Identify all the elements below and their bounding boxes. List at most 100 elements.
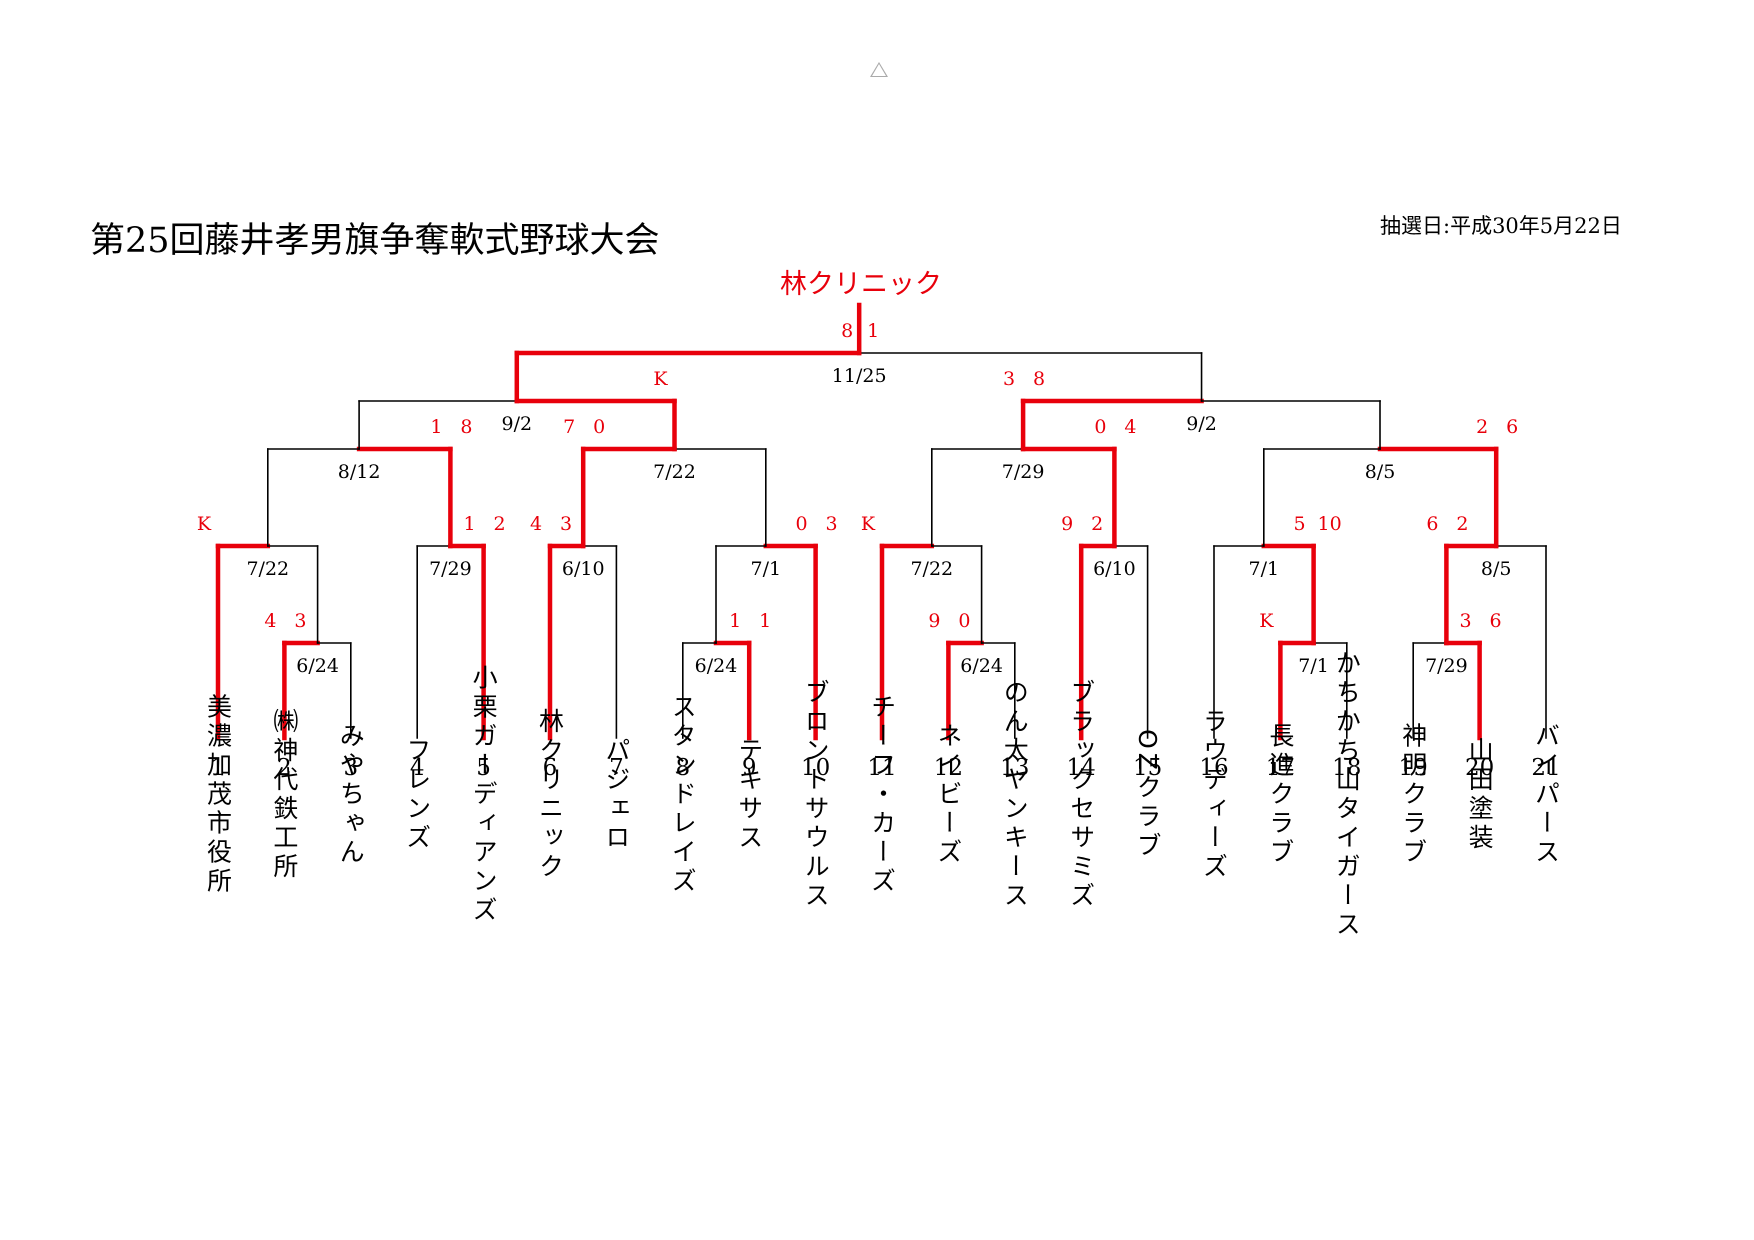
match-date: 9/2 bbox=[502, 413, 533, 435]
match-date: 8/5 bbox=[1365, 461, 1396, 483]
score-left: 6 bbox=[1426, 513, 1438, 535]
score-left: K bbox=[653, 368, 668, 390]
score-left: 7 bbox=[563, 416, 575, 438]
tournament-title: 第25回藤井孝男旗争奪軟式野球大会 bbox=[90, 221, 660, 261]
score-left: 4 bbox=[264, 610, 276, 632]
score-right: 3 bbox=[826, 513, 838, 535]
team-seed: 11 bbox=[867, 755, 896, 781]
team-seed: 14 bbox=[1067, 755, 1096, 781]
team-seed: 20 bbox=[1465, 755, 1494, 781]
team-name: 小栗ガーディアンズ bbox=[469, 665, 498, 926]
match-date: 8/5 bbox=[1481, 558, 1512, 580]
match-date: 7/29 bbox=[429, 558, 472, 580]
match-date: 7/1 bbox=[1298, 655, 1329, 677]
score-left: 3 bbox=[1003, 368, 1015, 390]
score-left: 1 bbox=[430, 416, 442, 438]
team-seed: 9 bbox=[742, 755, 757, 781]
score-right: 2 bbox=[1456, 513, 1468, 535]
score-right: 1 bbox=[759, 610, 771, 632]
triangle-mark-icon bbox=[870, 62, 888, 77]
score-left: 9 bbox=[1061, 513, 1073, 535]
champion-name: 林クリニック bbox=[780, 269, 942, 300]
team-name: ㈱神代鉄工所 bbox=[270, 708, 299, 882]
team-seed: 3 bbox=[343, 755, 358, 781]
match-date: 6/10 bbox=[562, 558, 605, 580]
score-right: 8 bbox=[460, 416, 472, 438]
team-name: スタンドレイズ bbox=[668, 694, 697, 897]
team-name: テキサス bbox=[735, 737, 764, 853]
team-name: みやちゃん bbox=[336, 723, 365, 868]
team-seed: 13 bbox=[1000, 755, 1029, 781]
team-name: 美濃加茂市役所 bbox=[204, 694, 233, 897]
score-right: 2 bbox=[1091, 513, 1103, 535]
team-seed: 17 bbox=[1266, 755, 1295, 781]
team-name: のん太ヤンキース bbox=[1000, 679, 1029, 911]
score-left: 4 bbox=[530, 513, 542, 535]
score-left: K bbox=[197, 513, 212, 535]
team-name: 神明クラブ bbox=[1399, 723, 1428, 868]
score-left: 9 bbox=[928, 610, 940, 632]
match-date: 7/29 bbox=[1425, 655, 1468, 677]
match-date: 7/22 bbox=[910, 558, 953, 580]
team-seed: 15 bbox=[1133, 755, 1162, 781]
team-name: ネイビーズ bbox=[934, 723, 963, 868]
score-right: 0 bbox=[593, 416, 605, 438]
match-date: 6/24 bbox=[695, 655, 738, 677]
team-name: ブラックセサミズ bbox=[1067, 679, 1096, 911]
team-seed: 7 bbox=[609, 755, 624, 781]
team-name: 長進クラブ bbox=[1266, 723, 1295, 868]
score-right: 3 bbox=[294, 610, 306, 632]
match-date: 7/22 bbox=[246, 558, 289, 580]
score-right: 2 bbox=[494, 513, 506, 535]
score-right: 3 bbox=[560, 513, 572, 535]
match-date: 6/24 bbox=[296, 655, 339, 677]
score-right: 10 bbox=[1318, 513, 1342, 535]
match-date: 8/12 bbox=[338, 461, 381, 483]
team-seed: 1 bbox=[211, 755, 226, 781]
team-seed: 10 bbox=[801, 755, 830, 781]
match-date: 9/2 bbox=[1186, 413, 1217, 435]
score-right: 6 bbox=[1506, 416, 1518, 438]
score-right: 1 bbox=[867, 320, 879, 342]
score-left: 1 bbox=[729, 610, 741, 632]
match-date: 6/24 bbox=[960, 655, 1003, 677]
score-right: 6 bbox=[1490, 610, 1502, 632]
team-seed: 18 bbox=[1332, 755, 1361, 781]
team-name: バイパース bbox=[1532, 723, 1561, 868]
draw-date: 抽選日:平成30年5月22日 bbox=[1380, 214, 1622, 238]
match-date: 7/22 bbox=[653, 461, 696, 483]
team-seed: 19 bbox=[1399, 755, 1428, 781]
score-left: 5 bbox=[1294, 513, 1306, 535]
score-right: 8 bbox=[1033, 368, 1045, 390]
team-name: OZクラブ bbox=[1133, 729, 1162, 861]
team-name: チーフ・カーズ bbox=[868, 694, 897, 897]
team-name: パジェロ bbox=[602, 737, 631, 853]
match-date: 7/29 bbox=[1002, 461, 1045, 483]
team-seed: 5 bbox=[476, 755, 491, 781]
team-seed: 12 bbox=[934, 755, 963, 781]
team-name: フレンズ bbox=[403, 737, 432, 853]
score-right: 0 bbox=[958, 610, 970, 632]
score-left: K bbox=[861, 513, 876, 535]
score-left: 8 bbox=[841, 320, 853, 342]
team-name: ブロントサウルス bbox=[801, 679, 830, 911]
team-name: 林クリニック bbox=[536, 708, 565, 882]
match-date: 6/10 bbox=[1093, 558, 1136, 580]
team-seed: 6 bbox=[543, 755, 558, 781]
team-seed: 21 bbox=[1531, 755, 1560, 781]
match-date: 7/1 bbox=[1249, 558, 1280, 580]
team-seed: 8 bbox=[675, 755, 690, 781]
match-date: 11/25 bbox=[832, 365, 887, 387]
score-left: 1 bbox=[464, 513, 476, 535]
score-left: 0 bbox=[796, 513, 808, 535]
score-right: 4 bbox=[1124, 416, 1136, 438]
team-name: 山田塗装 bbox=[1465, 737, 1494, 853]
score-left: K bbox=[1259, 610, 1274, 632]
team-name: ラウディーズ bbox=[1200, 708, 1229, 882]
team-name: かちかち山タイガース bbox=[1332, 650, 1361, 940]
score-left: 2 bbox=[1476, 416, 1488, 438]
match-date: 7/1 bbox=[751, 558, 782, 580]
score-left: 0 bbox=[1094, 416, 1106, 438]
team-seed: 16 bbox=[1199, 755, 1228, 781]
